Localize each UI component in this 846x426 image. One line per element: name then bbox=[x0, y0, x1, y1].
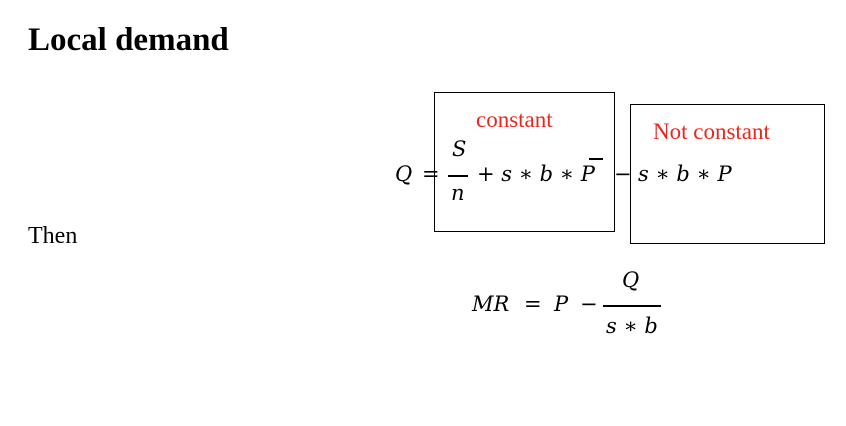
eq1-constant-term: + s ∗ b ∗ P bbox=[477, 162, 595, 186]
eq1-lhs: Q bbox=[395, 162, 413, 186]
slide-title: Local demand bbox=[28, 22, 229, 58]
eq1-variable-term: s ∗ b ∗ P bbox=[638, 162, 732, 186]
then-label: Then bbox=[28, 223, 78, 249]
eq2-frac-numerator: Q bbox=[622, 268, 640, 292]
eq1-fraction-bar bbox=[448, 175, 468, 177]
eq2-minus: − bbox=[580, 292, 598, 316]
constant-label: constant bbox=[476, 107, 553, 132]
not-constant-label: Not constant bbox=[653, 119, 770, 144]
eq2-frac-denominator: s ∗ b bbox=[606, 314, 658, 338]
constant-box bbox=[434, 92, 615, 232]
eq1-equals: = bbox=[422, 162, 440, 186]
eq2-equals: = bbox=[524, 292, 542, 316]
eq1-frac-numerator: S bbox=[452, 137, 467, 161]
eq1-frac-denominator: n bbox=[451, 181, 465, 205]
eq1-minus: − bbox=[614, 162, 632, 186]
eq2-lhs: MR bbox=[472, 292, 510, 316]
eq2-fraction-bar bbox=[603, 305, 661, 307]
not-constant-box bbox=[630, 104, 825, 244]
eq1-p-overbar bbox=[589, 158, 603, 160]
eq2-p: P bbox=[554, 292, 569, 316]
